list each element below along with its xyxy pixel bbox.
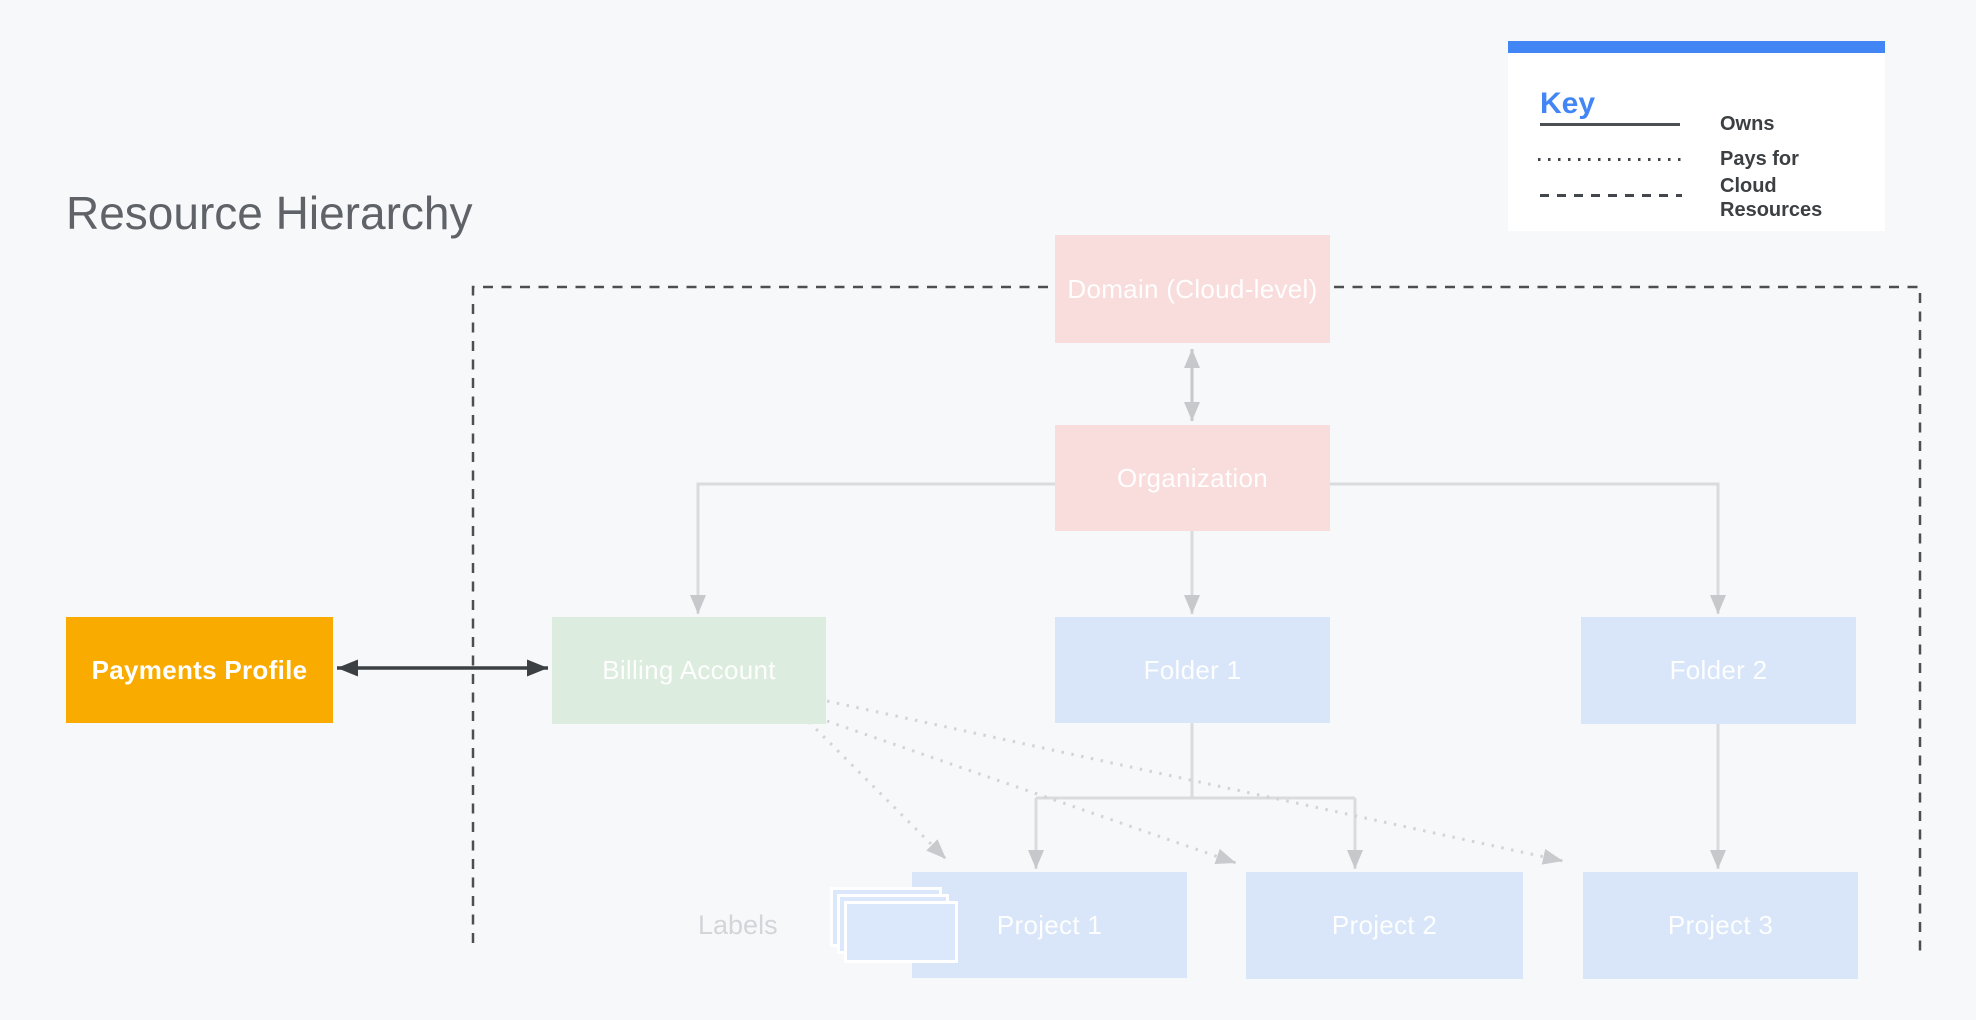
edge-folder1-stem — [1036, 723, 1355, 800]
node-billing-account: Billing Account — [552, 617, 826, 724]
page-title: Resource Hierarchy — [66, 187, 473, 239]
legend-dashed-line-sample — [1540, 194, 1682, 197]
node-domain-cloud-level: Domain (Cloud-level) — [1055, 235, 1330, 343]
legend-dotted-line-sample — [1538, 158, 1684, 161]
node-folder-1: Folder 1 — [1055, 617, 1330, 723]
legend-title: Key — [1540, 87, 1596, 120]
edge-billing-project3-dotted — [826, 699, 1564, 865]
edge-billing-project1-dotted — [807, 720, 948, 861]
legend-label-owns: Owns — [1720, 113, 1775, 135]
node-project-2: Project 2 — [1246, 872, 1523, 979]
labels-caption: Labels — [698, 910, 778, 940]
edge-organization-billing — [690, 482, 1055, 614]
legend-solid-line-sample — [1540, 123, 1680, 126]
legend-label-pays-for: Pays for — [1720, 148, 1799, 170]
node-project-3: Project 3 — [1583, 872, 1858, 979]
edge-organization-folder2 — [1330, 482, 1726, 614]
legend-label-cloud-resources: Cloud Resources — [1720, 175, 1823, 221]
legend-key-box: Key Owns Pays for Cloud Resources — [1508, 41, 1885, 231]
legend-header-bar — [1508, 41, 1885, 53]
edge-billing-project2-dotted — [826, 719, 1237, 865]
node-folder-2: Folder 2 — [1581, 617, 1856, 724]
label-card-front — [844, 901, 958, 963]
node-payments-profile: Payments Profile — [66, 617, 333, 723]
node-organization: Organization — [1055, 425, 1330, 531]
